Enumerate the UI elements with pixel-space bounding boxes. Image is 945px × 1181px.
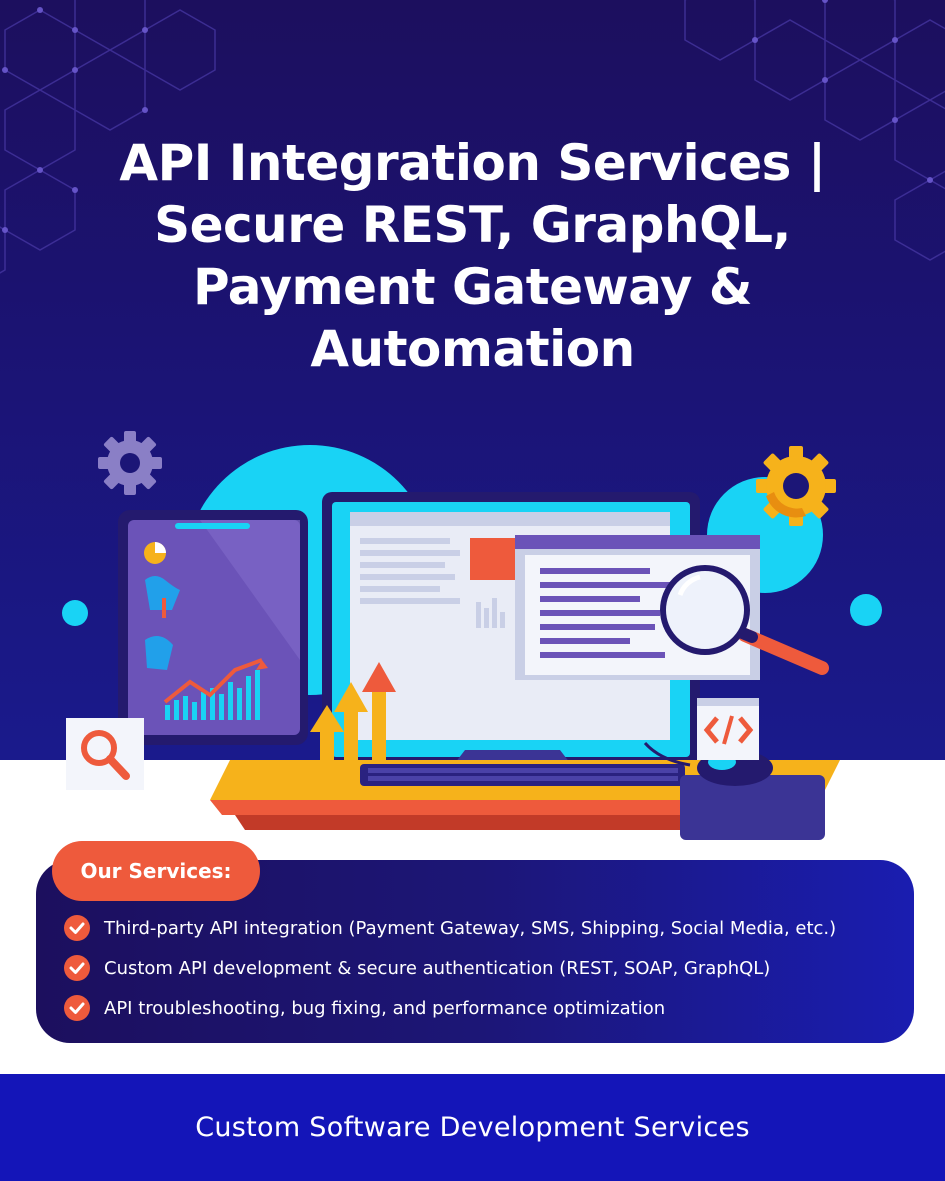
service-text: Custom API development & secure authenti…: [104, 957, 771, 979]
check-icon: [64, 955, 90, 981]
tablet-device: [118, 510, 308, 745]
search-card-icon: [66, 718, 144, 790]
growth-arrows-icon: [310, 662, 396, 775]
title-line-2: Secure REST, GraphQL,: [154, 196, 791, 254]
list-item: API troubleshooting, bug fixing, and per…: [64, 988, 904, 1028]
check-icon: [64, 995, 90, 1021]
api-workstation-illustration: [62, 431, 882, 840]
cyan-dot-right: [850, 594, 882, 626]
hexagon-network-background: [0, 0, 945, 274]
service-text: API troubleshooting, bug fixing, and per…: [104, 997, 666, 1019]
service-text: Third-party API integration (Payment Gat…: [104, 917, 837, 939]
services-heading: Our Services:: [52, 841, 260, 901]
gold-gear-icon: [756, 446, 836, 526]
keyboard: [360, 764, 685, 786]
services-list: Third-party API integration (Payment Gat…: [64, 908, 904, 1028]
title-line-3: Payment Gateway &: [192, 258, 753, 316]
gear-icon: [98, 431, 162, 495]
magnifier-icon: [660, 565, 829, 675]
code-icon: [697, 698, 759, 760]
footer-label: Custom Software Development Services: [195, 1112, 750, 1143]
title-line-1: API Integration Services |: [119, 134, 826, 192]
list-item: Third-party API integration (Payment Gat…: [64, 908, 904, 948]
list-item: Custom API development & secure authenti…: [64, 948, 904, 988]
check-icon: [64, 915, 90, 941]
cyan-dot-left: [62, 600, 88, 626]
page-title: API Integration Services | Secure REST, …: [40, 132, 905, 380]
title-line-4: Automation: [310, 320, 635, 378]
pie-chart-icon: [144, 542, 166, 564]
footer-banner: Custom Software Development Services: [0, 1074, 945, 1181]
